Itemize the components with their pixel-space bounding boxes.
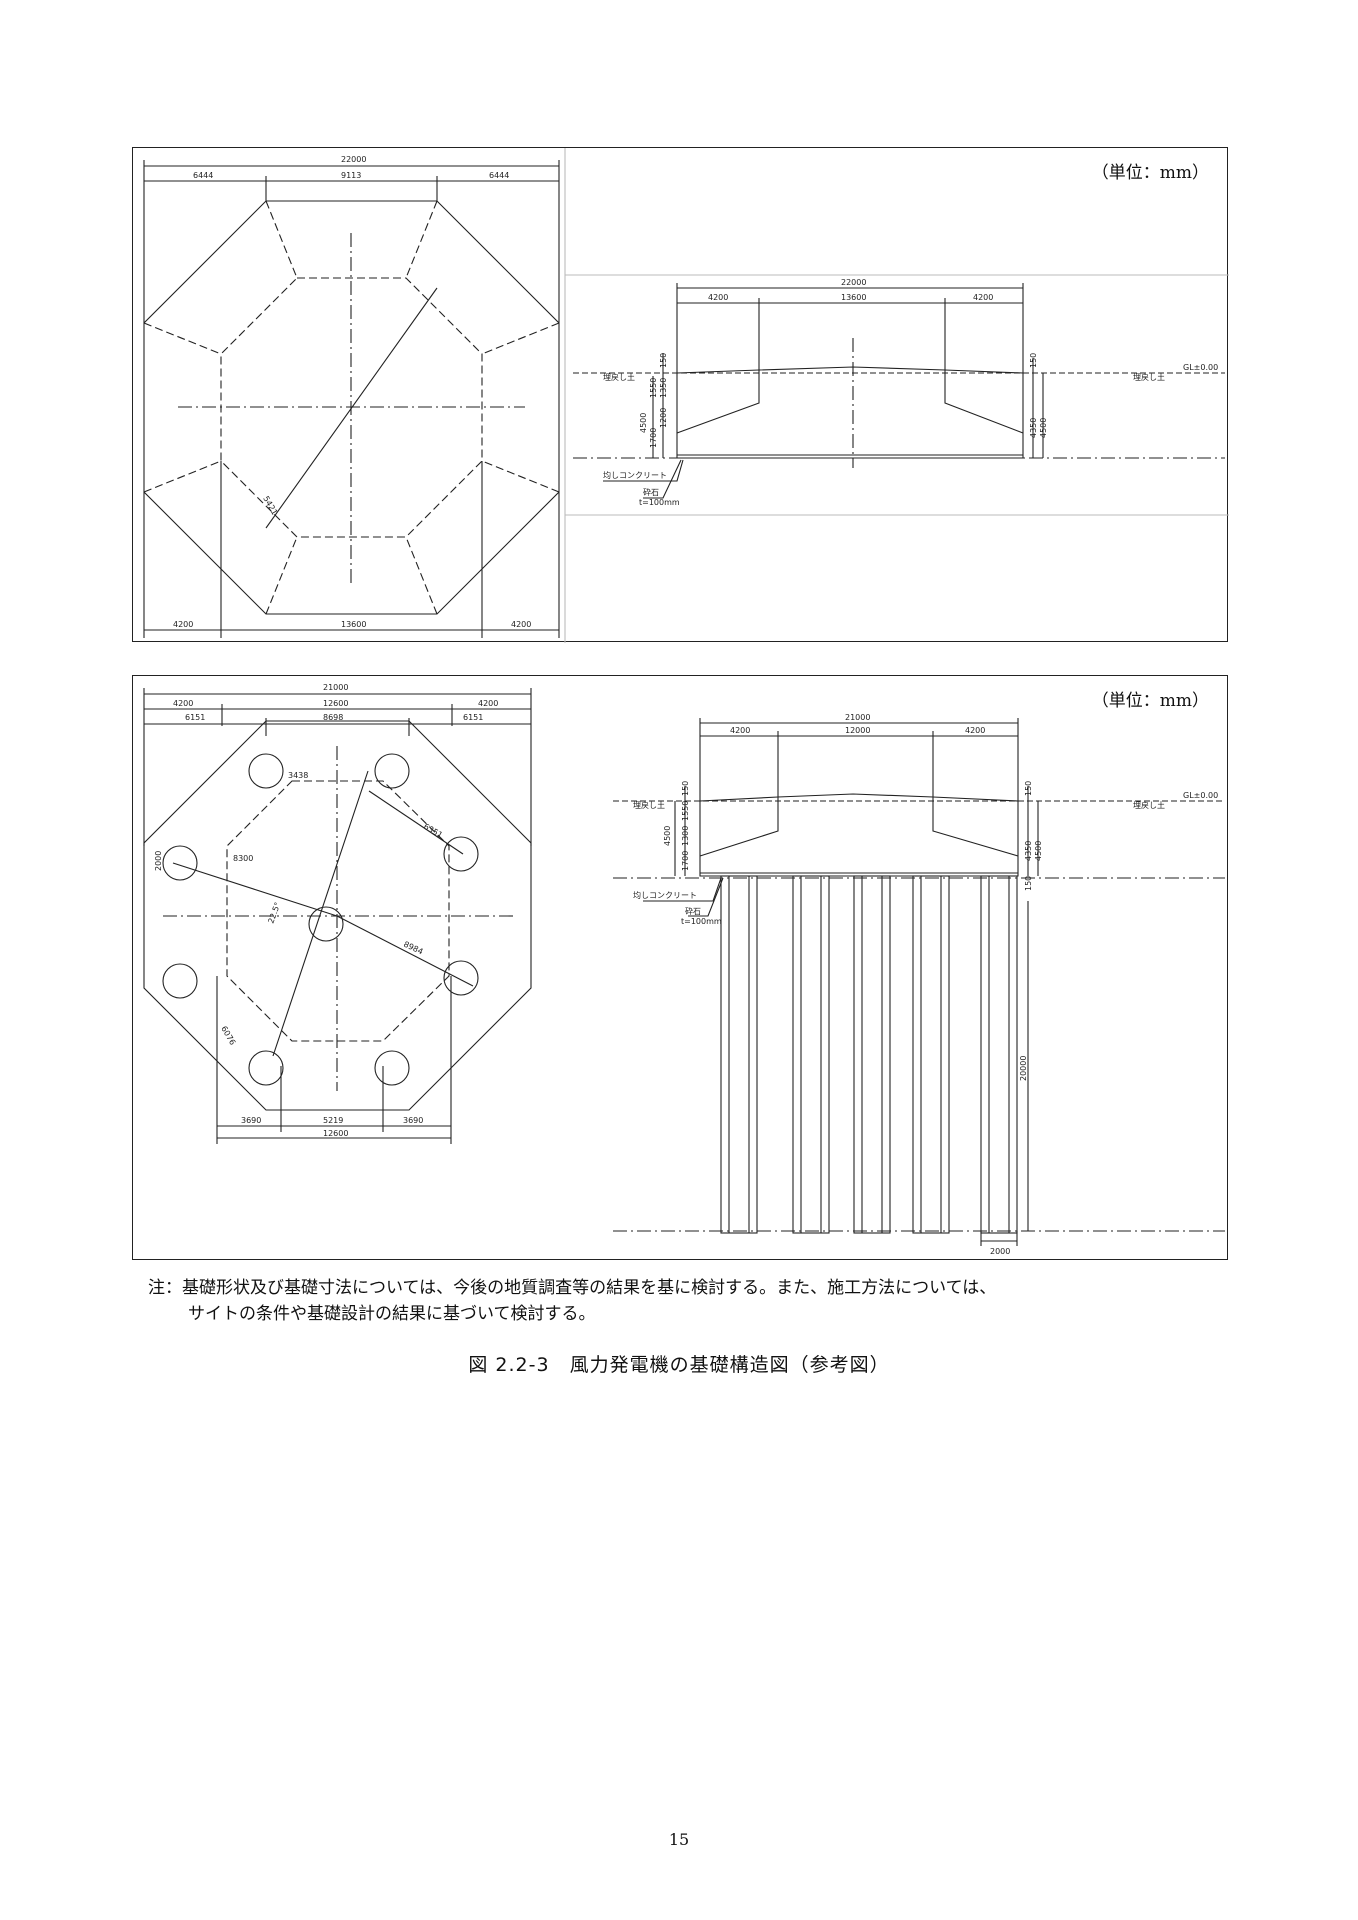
dim-label: 150 <box>1024 781 1033 796</box>
dim-label: 12000 <box>845 726 870 735</box>
dim-label: 13600 <box>841 293 866 302</box>
dim-label: 1550 <box>649 378 658 398</box>
dim-label: 4500 <box>1034 841 1043 861</box>
concrete-label: 均しコンクリート <box>603 470 667 480</box>
dim-label: 1350 <box>659 378 668 398</box>
dim-label: 4200 <box>708 293 728 302</box>
gl-label: GL±0.00 <box>1183 363 1218 372</box>
dim-label: 8300 <box>233 854 253 863</box>
dim-label: 150 <box>659 353 668 368</box>
dim-label: 4500 <box>1039 418 1048 438</box>
dim-label: 4200 <box>478 699 498 708</box>
gravel-label: 砕石 <box>643 487 659 497</box>
dim-label: 1550 <box>681 801 690 821</box>
dim-label: 22000 <box>341 155 366 164</box>
figure-panel-1: （単位：mm） <box>132 147 1229 643</box>
unit-label: （単位：mm） <box>1091 691 1209 711</box>
dim-label: 5421 <box>261 495 279 517</box>
dim-label: 22000 <box>841 278 866 287</box>
dim-label: 2000 <box>154 851 163 871</box>
foundation-drawing-2: 21000 4200 12600 4200 6151 8698 6151 343… <box>143 683 1225 1256</box>
note-line-2: サイトの条件や基礎設計の結果に基づいて検討する。 <box>188 1304 596 1324</box>
dim-label: 4350 <box>1029 418 1038 438</box>
concrete-label: 均しコンクリート <box>633 890 697 900</box>
dim-label: 4200 <box>173 699 193 708</box>
pile-length-label: 20000 <box>1019 1056 1028 1081</box>
dim-label: 150 <box>681 781 690 796</box>
figure-caption: 図 2.2-3 風力発電機の基礎構造図（参考図） <box>468 1354 890 1376</box>
dim-label: 8698 <box>323 713 343 722</box>
soil-label: 埋戻し土 <box>1133 800 1165 810</box>
dim-label: 1300 <box>681 826 690 846</box>
dim-label: 4200 <box>173 620 193 629</box>
gl-label: GL±0.00 <box>1183 791 1218 800</box>
dim-label: 5219 <box>323 1116 343 1125</box>
dim-label: 1200 <box>659 408 668 428</box>
soil-label: 埋戻し土 <box>603 372 635 382</box>
dim-label: 4500 <box>663 826 672 846</box>
dim-label: 6151 <box>185 713 205 722</box>
dim-label: 13600 <box>341 620 366 629</box>
dim-label: 8984 <box>402 940 424 957</box>
pile-diameter-label: 2000 <box>990 1247 1010 1256</box>
dim-label: 12600 <box>323 699 348 708</box>
dim-label: 3690 <box>241 1116 261 1125</box>
dim-label: 6151 <box>463 713 483 722</box>
dim-label: 4350 <box>1024 841 1033 861</box>
page-number: 15 <box>668 1830 690 1849</box>
dim-label: 21000 <box>845 713 870 722</box>
dim-label: 9113 <box>341 171 361 180</box>
dim-label: 1700 <box>649 428 658 448</box>
dim-label: 3690 <box>403 1116 423 1125</box>
dim-label: 6076 <box>219 1025 237 1047</box>
dim-label: 4500 <box>639 413 648 433</box>
gravel-label: 砕石 <box>685 906 701 916</box>
dim-label: 150 <box>1029 353 1038 368</box>
dim-label: 6444 <box>193 171 213 180</box>
dim-label: 150 <box>1024 876 1033 891</box>
dim-label: 22.5° <box>266 901 282 925</box>
foundation-drawing-1: 22000 6444 9113 6444 5421 4200 13600 420… <box>143 148 1229 643</box>
dim-label: 3438 <box>288 771 308 780</box>
dim-label: 4200 <box>730 726 750 735</box>
soil-label: 埋戻し土 <box>1133 372 1165 382</box>
dim-label: 4200 <box>973 293 993 302</box>
dim-label: 4200 <box>511 620 531 629</box>
gravel-thickness-label: t=100mm <box>681 917 722 926</box>
dim-label: 21000 <box>323 683 348 692</box>
dim-label: 12600 <box>323 1129 348 1138</box>
dim-label: 4200 <box>965 726 985 735</box>
dim-label: 6351 <box>422 822 444 840</box>
note-line-1: 注：基礎形状及び基礎寸法については、今後の地質調査等の結果を基に検討する。また、… <box>148 1278 997 1298</box>
dim-label: 1700 <box>681 851 690 871</box>
note-text: 注：基礎形状及び基礎寸法については、今後の地質調査等の結果を基に検討する。また、… <box>148 1275 996 1327</box>
soil-label: 埋戻し土 <box>633 800 665 810</box>
gravel-thickness-label: t=100mm <box>639 498 680 507</box>
dim-label: 6444 <box>489 171 509 180</box>
unit-label: （単位：mm） <box>1091 163 1209 183</box>
figure-panel-2: （単位：mm） <box>132 675 1228 1260</box>
